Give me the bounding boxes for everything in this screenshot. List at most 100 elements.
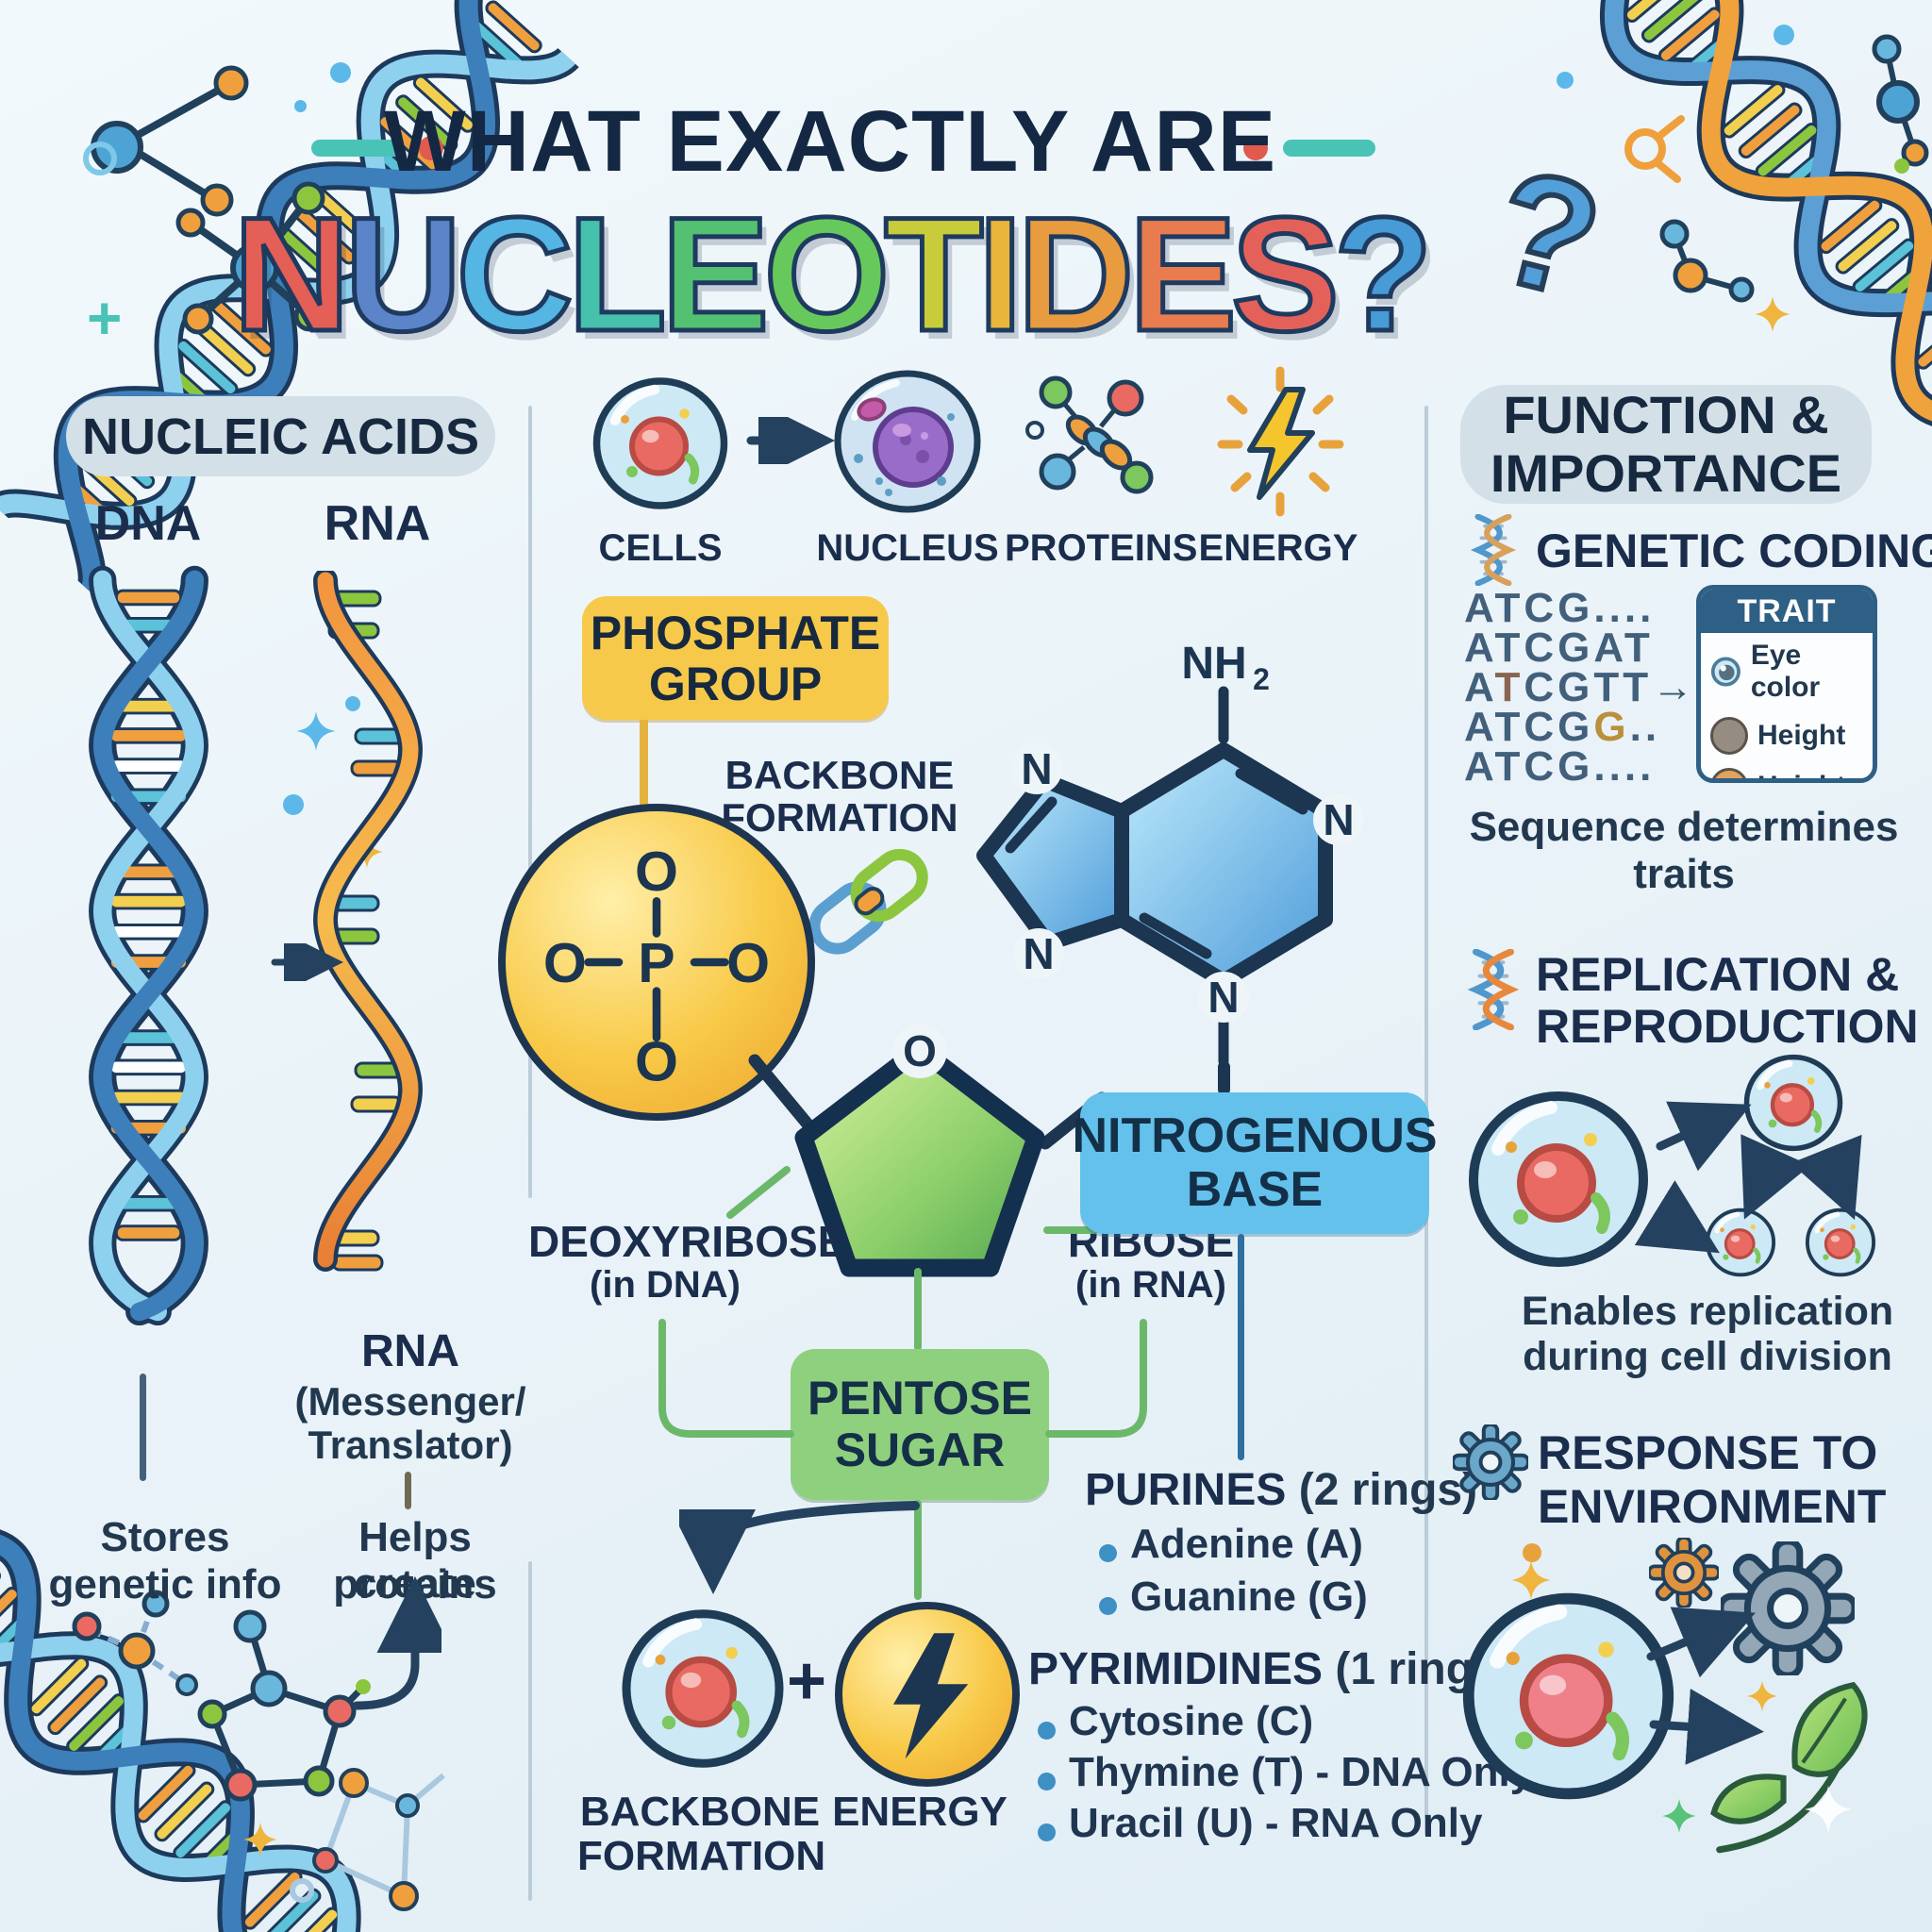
cells-label: CELLS: [598, 527, 723, 569]
genetic-coding-title: GENETIC CODING: [1536, 525, 1932, 577]
pyrimidines-item-label: Uracil (U) - RNA Only: [1069, 1800, 1483, 1846]
title-dash-left: [311, 140, 404, 157]
trait-table-header: TRAIT: [1701, 590, 1873, 633]
pyrimidines-item-label: Thymine (T) - DNA Only: [1069, 1749, 1534, 1795]
gray-circle-icon: [1710, 717, 1748, 755]
decoration-dot: [1523, 1543, 1541, 1562]
title-letter: I: [975, 182, 1025, 368]
purines-item-adenine: Adenine (A): [1099, 1521, 1363, 1568]
phosphate-group-box: PHOSPHATE GROUP: [582, 596, 889, 720]
pyrimidines-item-thymine: Thymine (T) - DNA Only: [1038, 1749, 1533, 1796]
ribose-line2: (in RNA): [1075, 1263, 1226, 1306]
nitrogen-label: N: [1323, 795, 1354, 844]
pentose-energy-connector: [914, 1500, 922, 1600]
replication-caption-line2: during cell division: [1523, 1334, 1892, 1380]
column-separator-left-lower: [528, 1561, 532, 1901]
leaf-icon: [1710, 1681, 1868, 1854]
nitrogen-label: N: [1208, 973, 1239, 1022]
phosphate-group-line2: GROUP: [648, 657, 823, 710]
pyrimidines-heading: PYRIMIDINES (1 ring): [1028, 1643, 1489, 1695]
energy-icon: [1217, 366, 1344, 517]
nucleus-icon: [834, 370, 981, 513]
title-letter: L: [565, 182, 669, 368]
title-letter: D: [1015, 182, 1137, 368]
purines-heading: PURINES (2 rings): [1085, 1464, 1477, 1516]
function-heading-line1: FUNCTION &: [1503, 385, 1829, 445]
sparkle-icon: [1802, 1783, 1855, 1836]
rna-name-label: RNA: [361, 1326, 459, 1376]
backbone-formation-line1: BACKBONE: [724, 753, 955, 797]
decoration-ring: [83, 142, 117, 175]
phosphate-opo-diagram: O O P O O: [543, 841, 770, 1093]
sparkle-icon: [1753, 294, 1792, 334]
dna-caption-line2: genetic info: [48, 1561, 282, 1607]
bullet-dot: [1099, 1597, 1117, 1616]
decoration-dot: [1557, 72, 1574, 89]
base-purines-connector: [1238, 1234, 1244, 1460]
sparkle-icon: [1509, 1558, 1553, 1602]
pentose-sugar-box: PENTOSE SUGAR: [791, 1349, 1049, 1500]
decoration-dot: [1894, 158, 1909, 174]
response-arrows: [1646, 1607, 1764, 1765]
energy-bottom-label: ENERGY: [832, 1789, 1008, 1835]
title-letter: E: [1126, 182, 1240, 368]
response-heading-line2: ENVIRONMENT: [1538, 1480, 1887, 1533]
pyrimidines-qualifier: (1 ring): [1323, 1644, 1490, 1694]
rna-caption-connector: [405, 1472, 411, 1509]
pentose-line2: SUGAR: [834, 1424, 1006, 1476]
rna-helix-graphic: [312, 571, 424, 1272]
purines-title: PURINES: [1085, 1465, 1287, 1515]
sequence-list: ATCG.... ATCGAT ATCGTT→ ATCGG.. ATCG....: [1464, 585, 1694, 788]
purines-item-label: Guanine (G): [1130, 1574, 1368, 1620]
eye-icon: [1710, 657, 1740, 687]
deoxyribose-label: DEOXYRIBOSE (in DNA): [528, 1217, 847, 1305]
sequence-caption: Sequence determines traits: [1469, 804, 1899, 897]
title-dot-left: [419, 136, 443, 160]
trait-row-eye-color: Eye color: [1701, 633, 1873, 710]
replication-heading: REPLICATION & REPRODUCTION: [1536, 949, 1919, 1053]
phosphate-o-bottom: O: [635, 1031, 678, 1093]
nucleic-acids-heading: NUCLEIC ACIDS: [66, 396, 495, 476]
title-letter: T: [882, 182, 986, 368]
backbone-formation-bottom-label: BACKBONE FORMATION: [577, 1790, 825, 1878]
response-heading: RESPONSE TO ENVIRONMENT: [1538, 1426, 1886, 1534]
proteins-label: PROTEINS: [1005, 527, 1198, 569]
energy-ball-icon: [835, 1602, 1020, 1787]
trait-row-height-2: Height: [1701, 761, 1873, 778]
molecule-decoration-bottom-left: [72, 1590, 445, 1911]
phosphate-o-top: O: [635, 841, 678, 903]
dna-caption-line1: Stores: [100, 1514, 230, 1560]
pyrimidines-title: PYRIMIDINES: [1028, 1644, 1324, 1694]
nitrogenous-line1: NITROGENOUS: [1072, 1108, 1438, 1163]
replication-heading-line1: REPLICATION &: [1536, 948, 1900, 1001]
sequence-row: ATCG....: [1464, 585, 1656, 631]
function-importance-heading: FUNCTION & IMPORTANCE: [1460, 385, 1872, 504]
decoration-dot: [283, 794, 304, 815]
dna-caption-connector: [140, 1374, 146, 1481]
plus-decoration: +: [87, 284, 123, 352]
trait-row-height-1: Height: [1701, 710, 1873, 761]
dna-double-helix-graphic: [89, 565, 208, 1325]
title-letter: E: [658, 182, 772, 368]
pentose-backbone-arrow: [679, 1501, 920, 1594]
title-dot-right: [1243, 136, 1268, 160]
trait-table: TRAIT Eye color Height Height: [1696, 585, 1877, 783]
nitrogenous-base-box: NITROGENOUS BASE: [1072, 1092, 1438, 1234]
purines-item-label: Adenine (A): [1130, 1521, 1363, 1567]
sequence-arrow: →: [1652, 664, 1694, 710]
sequence-row: ATCGAT: [1464, 625, 1654, 671]
orange-circle-icon: [1710, 768, 1748, 778]
bullet-dot: [1038, 1773, 1056, 1791]
molecule-decoration-top-right: [1624, 34, 1929, 303]
dna-to-rna-arrow-icon: [271, 943, 343, 981]
trait-label: Height: [1757, 771, 1845, 778]
chain-link-icon: [808, 848, 928, 955]
decoration-dot: [345, 696, 360, 711]
lightning-bolt-icon: [893, 1633, 969, 1759]
question-mark-decoration: ?: [1475, 132, 1620, 335]
sequence-row: ATCGG..: [1464, 704, 1661, 750]
decoration-dot: [330, 62, 351, 83]
replication-helix-icon: [1464, 949, 1523, 1030]
pentose-connector-top: [914, 1268, 922, 1351]
deoxyribose-line1: DEOXYRIBOSE: [528, 1217, 847, 1266]
